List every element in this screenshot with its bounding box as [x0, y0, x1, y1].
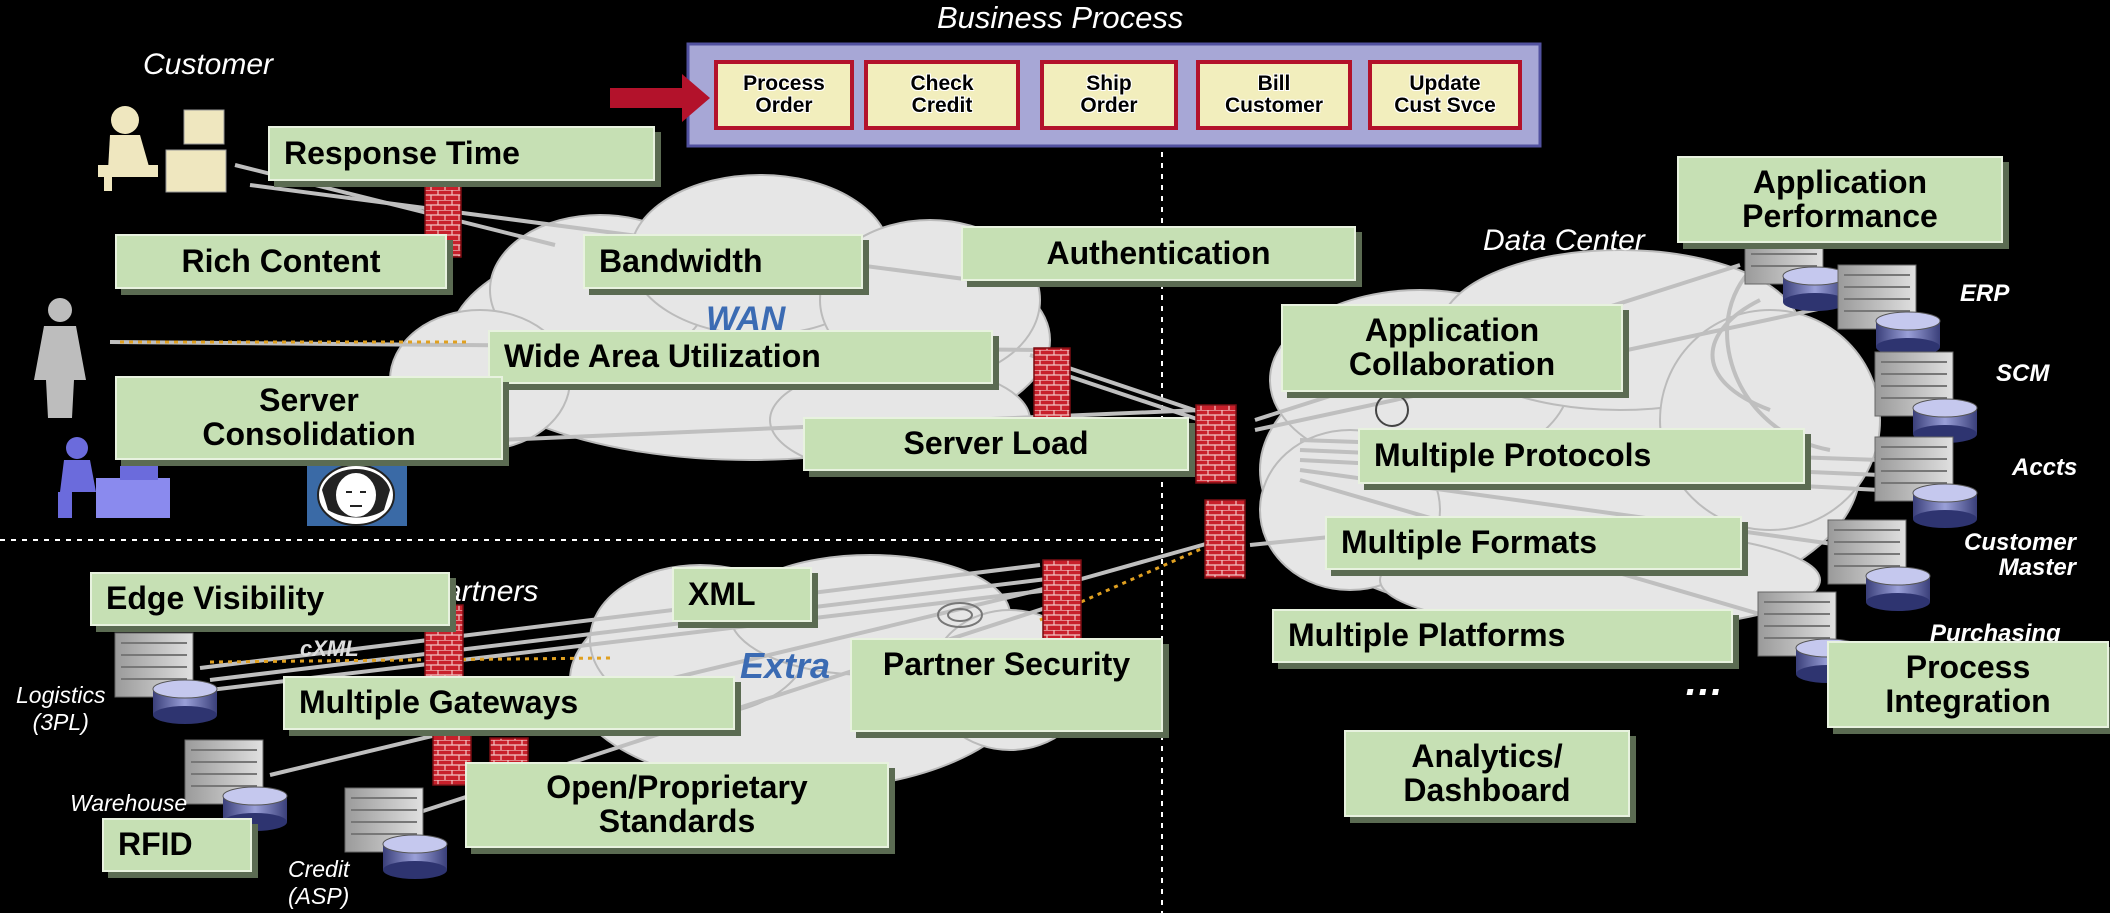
label-xml: XML [672, 567, 812, 622]
step-check-credit: Check Credit [864, 60, 1020, 130]
system-more: … [1684, 660, 1724, 704]
label-process-integration: Process Integration [1827, 641, 2109, 728]
site-logistics: Logistics (3PL) [16, 682, 106, 735]
site-credit: Credit (ASP) [288, 856, 350, 909]
label-server-consolidation: Server Consolidation [115, 376, 503, 460]
label-server-load: Server Load [803, 417, 1189, 471]
label-multiple-gateways: Multiple Gateways [283, 676, 735, 730]
label-application-performance: Application Performance [1677, 156, 2003, 243]
server-credit-icon [344, 787, 448, 880]
zone-data-center: Data Center [1483, 224, 1645, 257]
label-response-time: Response Time [268, 126, 655, 181]
server-accts-icon [1874, 436, 1978, 529]
system-accts: Accts [2012, 454, 2078, 481]
system-customer-master: Customer Master [1964, 529, 2077, 582]
cxml-label: cXML [300, 636, 359, 661]
label-open-proprietary-standards: Open/Proprietary Standards [465, 762, 889, 848]
label-bandwidth: Bandwidth [583, 234, 863, 289]
zone-customer: Customer [143, 48, 274, 81]
label-partner-security: Partner Security [850, 638, 1163, 732]
step-ship-order: Ship Order [1040, 60, 1178, 130]
standing-person-icon [34, 298, 86, 418]
label-edge-visibility: Edge Visibility [90, 572, 450, 626]
label-multiple-protocols: Multiple Protocols [1358, 428, 1805, 484]
step-bill-customer: Bill Customer [1196, 60, 1352, 130]
site-warehouse: Warehouse [70, 790, 188, 816]
business-process-title: Business Process [937, 0, 1184, 35]
label-analytics-dashboard: Analytics/ Dashboard [1344, 730, 1630, 817]
label-wide-area-utilization: Wide Area Utilization [488, 330, 993, 384]
zone-partners: artners [445, 575, 539, 608]
label-rfid: RFID [102, 818, 252, 872]
desk-person-icon [58, 437, 170, 518]
label-multiple-platforms: Multiple Platforms [1272, 609, 1733, 663]
server-scm-icon [1874, 351, 1978, 444]
step-process-order: Process Order [714, 60, 854, 130]
process-arrow [610, 74, 710, 122]
server-erp-icon [1837, 264, 1941, 357]
extranet-cloud-label: Extra [740, 645, 831, 686]
step-update-cust-svce: Update Cust Svce [1368, 60, 1522, 130]
label-application-collaboration: Application Collaboration [1281, 304, 1623, 392]
label-rich-content: Rich Content [115, 234, 447, 289]
system-erp: ERP [1960, 280, 2010, 307]
server-logistics-icon [114, 632, 218, 725]
agent-avatar-icon [307, 464, 407, 526]
label-authentication: Authentication [961, 226, 1356, 281]
system-scm: SCM [1996, 360, 2050, 387]
server-customer-master-icon [1827, 519, 1931, 612]
customer-person-icon [98, 106, 227, 193]
label-multiple-formats: Multiple Formats [1325, 516, 1742, 570]
